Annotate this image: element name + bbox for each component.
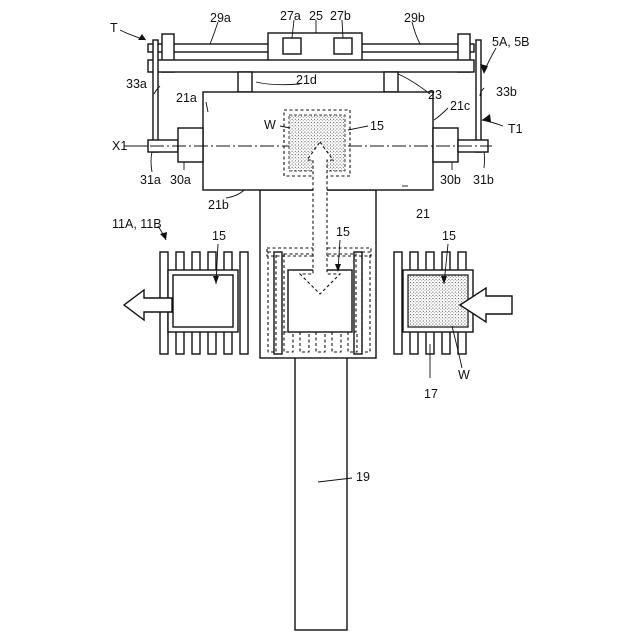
- label-33a: 33a: [126, 77, 147, 91]
- label-15-mid: 15: [336, 225, 350, 239]
- label-w-right: W: [458, 368, 470, 382]
- label-27b: 27b: [330, 9, 351, 23]
- label-15-right: 15: [442, 229, 456, 243]
- leader-arrowhead-t: [138, 34, 146, 40]
- label-25: 25: [309, 9, 323, 23]
- label-w-top: W: [264, 118, 276, 132]
- label-11a-11b: 11A, 11B: [112, 217, 162, 231]
- label-17: 17: [424, 387, 438, 401]
- label-15-top: 15: [370, 119, 384, 133]
- label-21a: 21a: [176, 91, 197, 105]
- label-30a: 30a: [170, 173, 191, 187]
- arm-33a: [153, 40, 158, 152]
- workpiece-15-left: [173, 275, 233, 327]
- label-29b: 29b: [404, 11, 425, 25]
- label-27a: 27a: [280, 9, 301, 23]
- leader-arrowhead-11a: [160, 232, 167, 240]
- label-21d: 21d: [296, 73, 317, 87]
- label-29a: 29a: [210, 11, 231, 25]
- bearing-30a: [178, 128, 203, 162]
- label-21c: 21c: [450, 99, 470, 113]
- label-23: 23: [428, 88, 442, 102]
- workpiece-w-right: [408, 275, 468, 327]
- support-column-19: [295, 356, 347, 630]
- label-x1: X1: [112, 139, 127, 153]
- label-33b: 33b: [496, 85, 517, 99]
- label-21b: 21b: [208, 198, 229, 212]
- label-21: 21: [416, 207, 430, 221]
- label-30b: 30b: [440, 173, 461, 187]
- bearing-30b: [433, 128, 458, 162]
- leader-arrowhead-t1: [482, 114, 491, 122]
- post-right: [384, 72, 398, 92]
- label-19: 19: [356, 470, 370, 484]
- label-5a-5b: 5A, 5B: [492, 35, 530, 49]
- label-31b: 31b: [473, 173, 494, 187]
- label-15-left: 15: [212, 229, 226, 243]
- beam-23: [148, 60, 474, 72]
- label-t: T: [110, 21, 118, 35]
- label-31a: 31a: [140, 173, 161, 187]
- label-t1: T1: [508, 122, 523, 136]
- post-left: [238, 72, 252, 92]
